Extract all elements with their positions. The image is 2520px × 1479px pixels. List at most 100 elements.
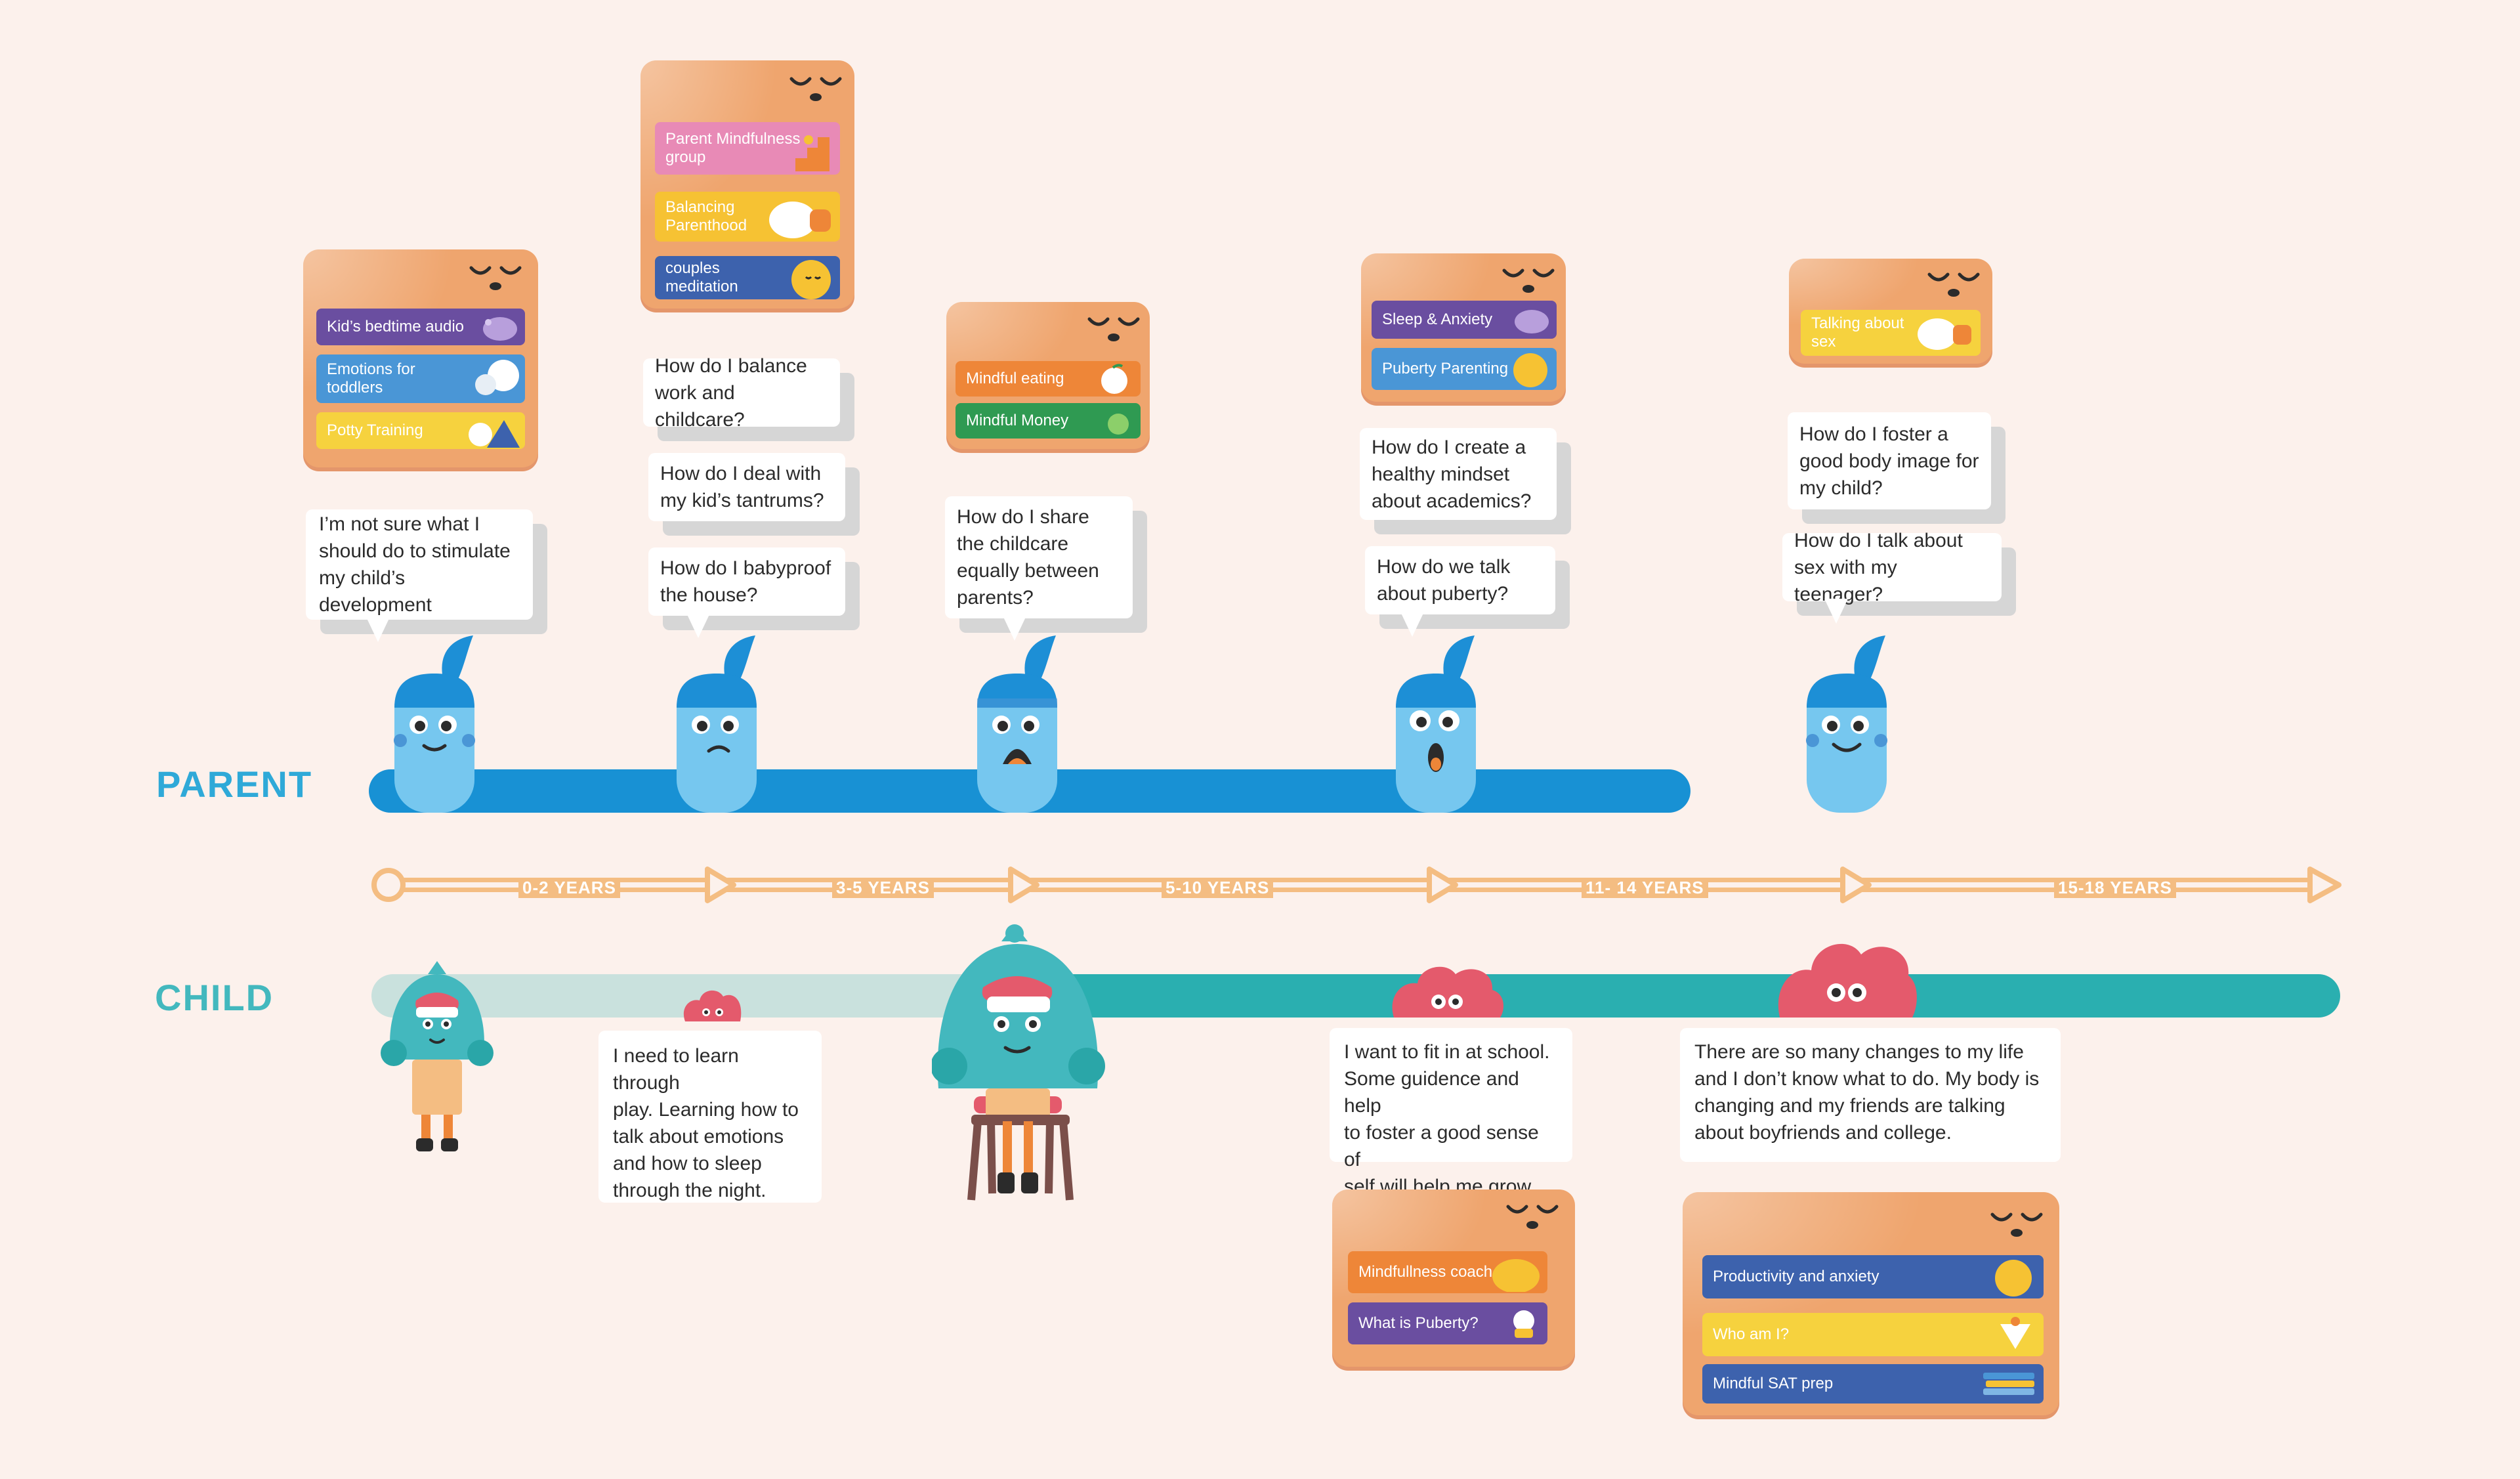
resource-card-15-18-parent: Talking about sex bbox=[1789, 259, 1992, 364]
parent-question-text: How do I create a healthy mindset about … bbox=[1372, 436, 1532, 512]
sun-face-icon bbox=[1513, 353, 1547, 387]
parent-question-text: How do we talk about puberty? bbox=[1377, 556, 1511, 605]
plant-icon bbox=[1108, 414, 1129, 435]
child-track-label: CHILD bbox=[155, 977, 274, 1018]
child-character-school bbox=[932, 924, 1105, 1201]
year-label-5-10: 5-10 YEARS bbox=[1162, 878, 1274, 898]
bubble-tail bbox=[1824, 599, 1848, 624]
stairs-icon bbox=[795, 135, 830, 171]
resource-label: Balancing Parenthood bbox=[665, 198, 747, 234]
resource-label: couples meditation bbox=[665, 259, 738, 295]
bubble-tail bbox=[1003, 616, 1026, 641]
resource-card-0-2-parent: Kid’s bedtime audio Emotions for toddler… bbox=[303, 249, 538, 467]
parent-question-text: How do I balance work and childcare? bbox=[655, 354, 807, 431]
bubble-tail bbox=[366, 617, 390, 642]
resource-label: What is Puberty? bbox=[1358, 1314, 1479, 1332]
child-brain-medium bbox=[1392, 966, 1503, 1018]
child-timeline-bar bbox=[1050, 974, 2340, 1018]
resource-card-11-14-child: Mindfullness coach What is Puberty? bbox=[1332, 1190, 1575, 1367]
resource-card-11-14-parent: Sleep & Anxiety Puberty Parenting bbox=[1361, 253, 1566, 402]
resource-couples-meditation[interactable]: couples meditation bbox=[655, 256, 840, 299]
parent-question-babyproof: How do I babyproof the house? bbox=[648, 547, 845, 638]
resource-kids-bedtime-audio[interactable]: Kid’s bedtime audio bbox=[316, 309, 525, 345]
parent-question-text: How do I foster a good body image for my… bbox=[1799, 423, 1979, 499]
resource-label: Emotions for toddlers bbox=[327, 360, 415, 397]
resource-label: Mindful eating bbox=[966, 370, 1064, 387]
parent-question-academics: How do I create a healthy mindset about … bbox=[1360, 428, 1557, 520]
resource-emotions-for-toddlers[interactable]: Emotions for toddlers bbox=[316, 354, 525, 403]
resource-potty-training[interactable]: Potty Training bbox=[316, 412, 525, 449]
sun-face-icon bbox=[1492, 1259, 1540, 1292]
child-statement-text: I want to fit in at school. Some guidenc… bbox=[1344, 1041, 1550, 1197]
year-label-3-5: 3-5 YEARS bbox=[832, 878, 934, 898]
parent-question-text: How do I talk about sex with my teenager… bbox=[1794, 529, 1963, 605]
sleepy-face-icon bbox=[1502, 268, 1555, 293]
child-statement-many-changes: There are so many changes to my life and… bbox=[1680, 1028, 2061, 1162]
resource-mindful-sat-prep[interactable]: Mindful SAT prep bbox=[1702, 1364, 2044, 1404]
parent-character-4 bbox=[1396, 635, 1476, 813]
year-label-11-14: 11- 14 YEARS bbox=[1582, 878, 1708, 898]
parent-character-2 bbox=[677, 635, 757, 813]
resource-label: Kid’s bedtime audio bbox=[327, 318, 465, 335]
balance-icon bbox=[769, 202, 831, 238]
resource-label: Potty Training bbox=[327, 421, 423, 439]
child-brain-small bbox=[683, 990, 742, 1021]
apple-icon bbox=[1101, 364, 1127, 394]
books-icon bbox=[1983, 1373, 2034, 1395]
resource-mindfullness-coach[interactable]: Mindfullness coach bbox=[1348, 1251, 1547, 1293]
resource-label: Who am I? bbox=[1713, 1325, 1790, 1343]
sleepy-face-icon bbox=[1927, 272, 1980, 297]
sleepy-face-icon bbox=[1087, 317, 1140, 341]
resource-label: Mindful Money bbox=[966, 412, 1069, 429]
sun-face-icon bbox=[791, 260, 831, 299]
bubble-tail bbox=[686, 613, 710, 638]
resource-card-15-18-child: Productivity and anxiety Who am I? Mindf… bbox=[1683, 1192, 2059, 1415]
resource-parent-mindfulness-group[interactable]: Parent Mindfulness group bbox=[655, 122, 840, 175]
resource-productivity-and-anxiety[interactable]: Productivity and anxiety bbox=[1702, 1255, 2044, 1298]
year-label-15-18: 15-18 YEARS bbox=[2054, 878, 2176, 898]
parent-question-puberty: How do we talk about puberty? bbox=[1365, 546, 1555, 637]
child-brain-large bbox=[1778, 943, 1917, 1018]
parent-question-talk-sex: How do I talk about sex with my teenager… bbox=[1782, 530, 2002, 624]
sleepy-face-icon bbox=[469, 266, 522, 290]
child-statement-fit-in-school: I want to fit in at school. Some guidenc… bbox=[1330, 1028, 1572, 1197]
child-statement-text: There are so many changes to my life and… bbox=[1694, 1041, 2040, 1144]
sleepy-face-icon bbox=[1990, 1212, 2043, 1237]
parent-character-5 bbox=[1806, 635, 1887, 813]
parent-question-text: How do I share the childcare equally bet… bbox=[957, 506, 1099, 609]
resource-what-is-puberty[interactable]: What is Puberty? bbox=[1348, 1302, 1547, 1344]
balance-icon bbox=[1918, 318, 1971, 350]
resource-label: Sleep & Anxiety bbox=[1382, 311, 1493, 328]
resource-card-3-5-parent: Parent Mindfulness group Balancing Paren… bbox=[640, 60, 854, 309]
resource-talking-about-sex[interactable]: Talking about sex bbox=[1801, 310, 1981, 356]
resource-who-am-i[interactable]: Who am I? bbox=[1702, 1313, 2044, 1356]
resource-label: Productivity and anxiety bbox=[1713, 1268, 1880, 1285]
child-statement-learn-through-play: I need to learn through play. Learning h… bbox=[598, 1031, 822, 1203]
sun-face-icon bbox=[1995, 1260, 2032, 1297]
parent-question-text: How do I deal with my kid’s tantrums? bbox=[660, 463, 824, 511]
resource-mindful-money[interactable]: Mindful Money bbox=[956, 403, 1141, 439]
parent-question-body-image: How do I foster a good body image for my… bbox=[1788, 412, 1991, 509]
child-statement-text: I need to learn through play. Learning h… bbox=[613, 1045, 799, 1201]
parent-character-1 bbox=[394, 635, 475, 813]
parent-question-work-childcare: How do I balance work and childcare? bbox=[643, 355, 840, 431]
resource-balancing-parenthood[interactable]: Balancing Parenthood bbox=[655, 192, 840, 242]
moon-icon bbox=[1515, 310, 1549, 333]
year-label-0-2: 0-2 YEARS bbox=[518, 878, 620, 898]
resource-label: Puberty Parenting bbox=[1382, 360, 1509, 377]
resource-sleep-anxiety[interactable]: Sleep & Anxiety bbox=[1372, 301, 1557, 339]
character-icon bbox=[1513, 1310, 1534, 1338]
bubble-tail bbox=[1400, 612, 1424, 637]
resource-mindful-eating[interactable]: Mindful eating bbox=[956, 361, 1141, 397]
parent-track-label: PARENT bbox=[156, 763, 313, 805]
resource-label: Mindfullness coach bbox=[1358, 1263, 1493, 1281]
child-character-toddler bbox=[381, 961, 494, 1151]
resource-card-5-10-parent: Mindful eating Mindful Money bbox=[946, 302, 1150, 449]
parent-question-share-childcare: How do I share the childcare equally bet… bbox=[945, 496, 1133, 641]
resource-label: Mindful SAT prep bbox=[1713, 1375, 1834, 1392]
resource-puberty-parenting[interactable]: Puberty Parenting bbox=[1372, 348, 1557, 390]
parent-character-3 bbox=[977, 635, 1057, 813]
cloud-icon bbox=[475, 360, 519, 395]
parent-question-development: I’m not sure what I should do to stimula… bbox=[306, 509, 533, 642]
parent-question-text: I’m not sure what I should do to stimula… bbox=[319, 513, 511, 616]
